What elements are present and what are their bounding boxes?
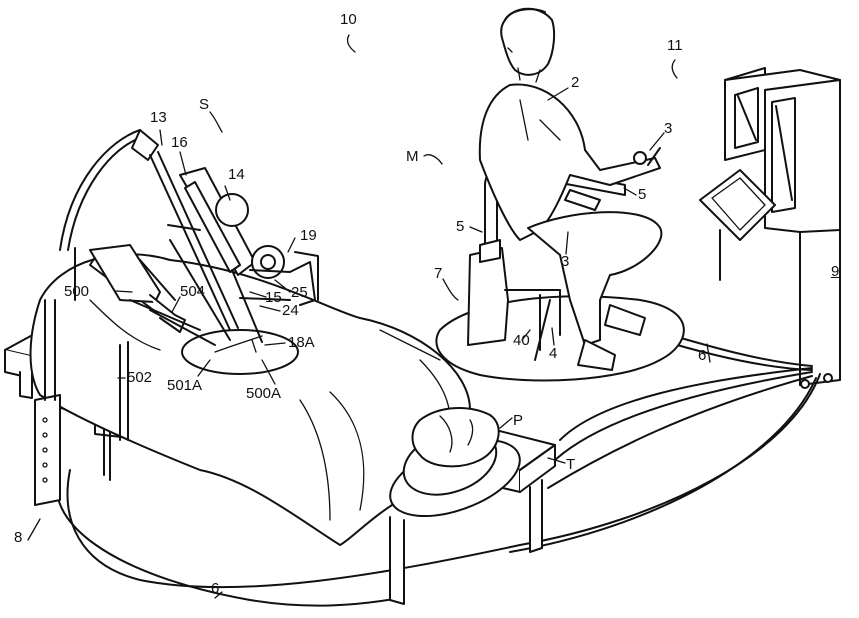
label-19: 19	[300, 228, 317, 243]
label-3-bottom: 3	[561, 254, 569, 269]
label-500: 500	[64, 284, 89, 299]
label-t: T	[566, 457, 575, 472]
label-5-left: 5	[456, 219, 464, 234]
label-6-right: 6	[698, 348, 706, 363]
label-2: 2	[571, 75, 579, 90]
label-13: 13	[150, 110, 167, 125]
label-5-right: 5	[638, 187, 646, 202]
label-24: 24	[282, 303, 299, 318]
label-4: 4	[549, 346, 557, 361]
label-6-bottom: 6	[211, 581, 219, 596]
label-14: 14	[228, 167, 245, 182]
monitor-cart	[700, 68, 840, 388]
label-502: 502	[127, 370, 152, 385]
label-18a: 18A	[288, 335, 315, 350]
label-501a: 501A	[167, 378, 202, 393]
label-p: P	[513, 413, 523, 428]
label-m: M	[406, 149, 419, 164]
label-40: 40	[513, 333, 530, 348]
label-10: 10	[340, 12, 357, 27]
label-3-top: 3	[664, 121, 672, 136]
label-8: 8	[14, 530, 22, 545]
label-7: 7	[434, 266, 442, 281]
label-15: 15	[265, 290, 282, 305]
label-9: 9	[831, 264, 839, 279]
label-500a: 500A	[246, 386, 281, 401]
label-11: 11	[667, 38, 683, 53]
label-25: 25	[291, 285, 308, 300]
label-16: 16	[171, 135, 188, 150]
label-504: 504	[180, 284, 205, 299]
label-s: S	[199, 97, 209, 112]
